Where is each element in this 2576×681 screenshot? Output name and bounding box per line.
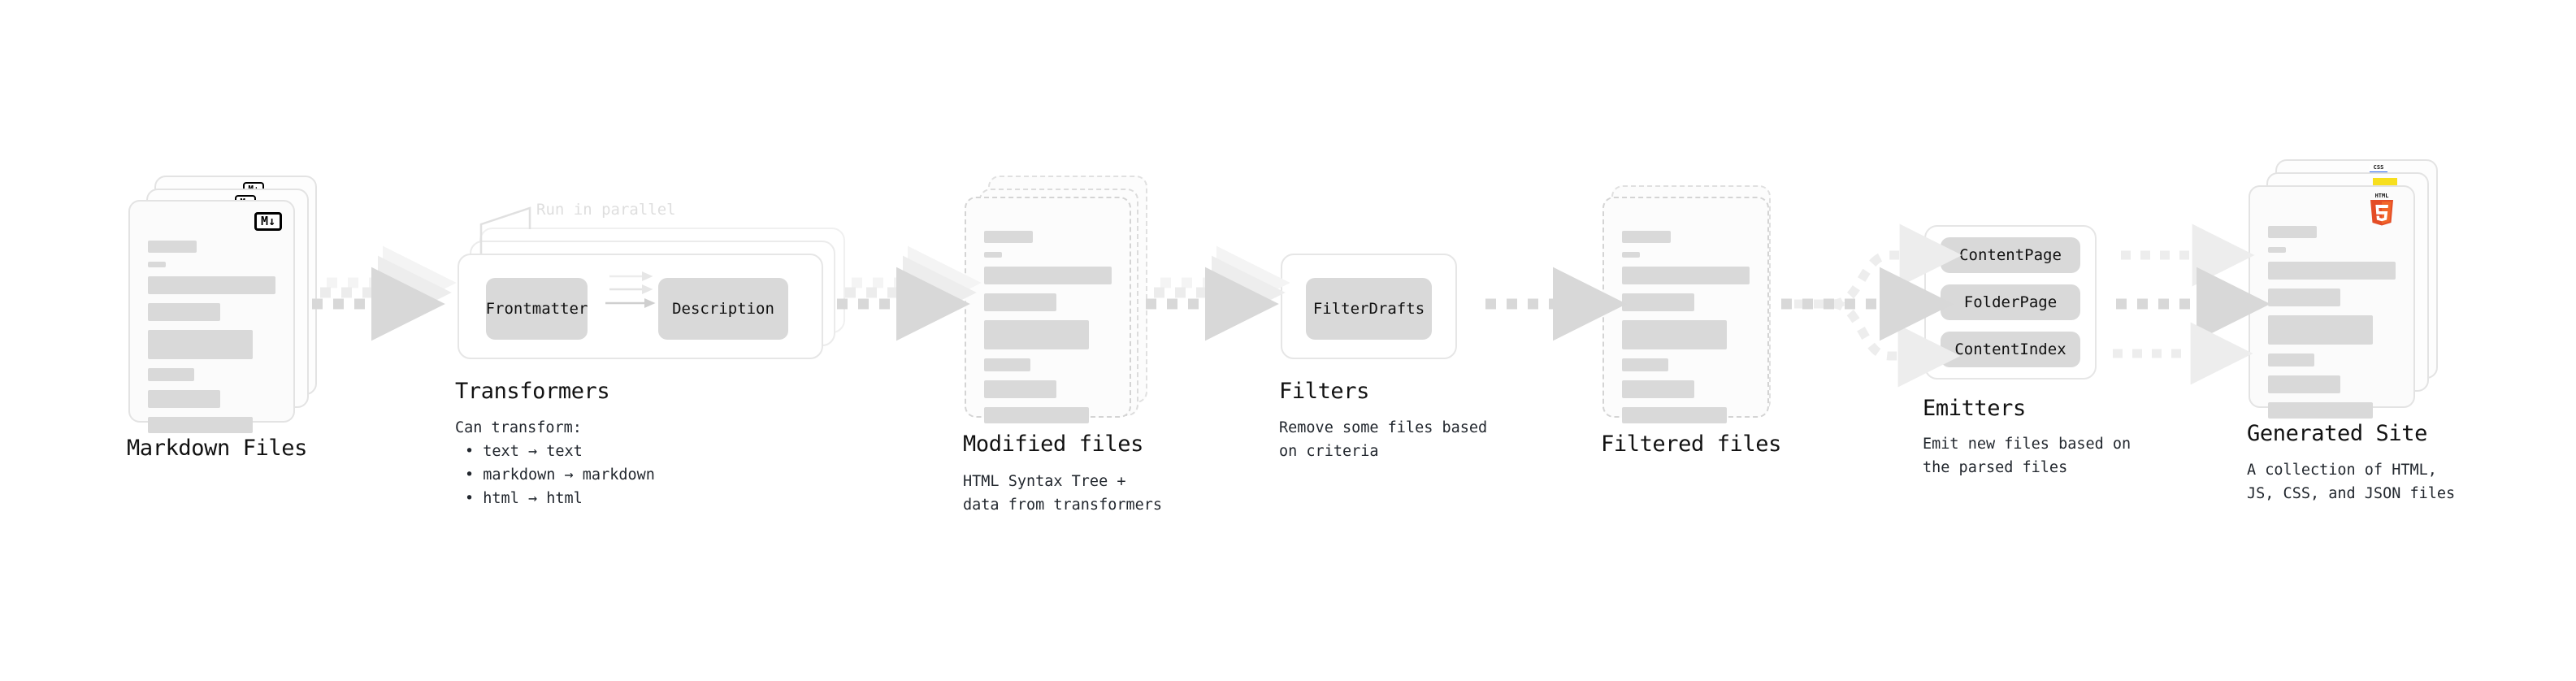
transformers-bullet-2: • html → html: [465, 490, 583, 507]
markdown-logo-icon: M↓: [254, 212, 282, 231]
html5-logo-icon: HTML: [2370, 193, 2393, 226]
filtered-files-title: Filtered files: [1601, 432, 1781, 457]
css-logo-text: CSS: [2373, 164, 2384, 171]
connector-modified-to-filters: [1146, 245, 1290, 341]
transformers-title: Transformers: [455, 379, 610, 404]
site-placeholder-lines: [2268, 226, 2396, 427]
filters-description: Remove some files based on criteria: [1279, 419, 1488, 460]
connector-transformers-to-modified: [837, 245, 982, 341]
run-in-parallel-label: Run in parallel: [536, 201, 676, 219]
markdown-card-front: M↓: [128, 200, 295, 433]
transformers-bullet-1: • markdown → markdown: [465, 466, 655, 484]
markdown-placeholder-lines: [148, 241, 275, 442]
markdown-files-title: Markdown Files: [127, 436, 307, 461]
svg-text:HTML: HTML: [2375, 193, 2389, 199]
emitter-chip-contentindex[interactable]: ContentIndex: [1941, 332, 2080, 367]
filter-chip-filterdrafts[interactable]: FilterDrafts: [1306, 278, 1432, 340]
filtered-card-front: [1602, 197, 1769, 423]
emitters-description: Emit new files based on the parsed files: [1923, 436, 2131, 476]
emitter-chip-contentpage[interactable]: ContentPage: [1941, 237, 2080, 273]
modified-files-description: HTML Syntax Tree + data from transformer…: [963, 473, 1163, 514]
site-card-front: [2249, 185, 2415, 419]
filtered-placeholder-lines: [1622, 231, 1750, 432]
connector-md-to-transformers: [312, 245, 457, 341]
filters-title: Filters: [1279, 379, 1369, 404]
emitter-chip-folderpage[interactable]: FolderPage: [1941, 284, 2080, 320]
connector-filtered-to-emitters: [1781, 223, 1962, 388]
modified-placeholder-lines: [984, 231, 1112, 432]
transformers-description: Can transform:: [455, 419, 582, 436]
modified-card-front: [965, 197, 1131, 423]
emitters-title: Emitters: [1923, 396, 2026, 421]
generated-site-description: A collection of HTML, JS, CSS, and JSON …: [2247, 462, 2456, 502]
transformer-chip-frontmatter[interactable]: Frontmatter: [486, 278, 588, 340]
connector-emitters-to-site: [2113, 223, 2270, 385]
modified-files-title: Modified files: [963, 432, 1143, 457]
transformer-chip-description[interactable]: Description: [658, 278, 788, 340]
generated-site-title: Generated Site: [2247, 421, 2427, 446]
transformers-bullet-0: • text → text: [465, 443, 583, 460]
